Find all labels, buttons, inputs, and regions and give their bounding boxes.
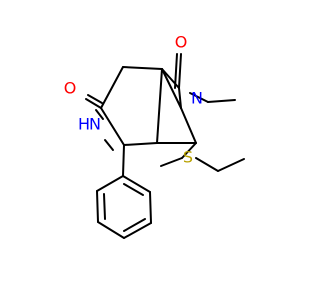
bonds bbox=[85, 53, 245, 239]
bond bbox=[123, 218, 146, 232]
nitrogen-nh-label: N bbox=[89, 115, 101, 134]
bond bbox=[160, 157, 183, 167]
bond bbox=[123, 142, 158, 146]
bond bbox=[122, 66, 163, 70]
bond bbox=[207, 99, 236, 103]
bond bbox=[217, 158, 245, 172]
bond bbox=[149, 191, 152, 224]
bond bbox=[96, 175, 124, 192]
bond bbox=[104, 139, 114, 151]
atom-labels: O O N N H S bbox=[64, 33, 203, 167]
oxygen-top-label: O bbox=[175, 33, 188, 52]
bond bbox=[195, 157, 219, 172]
nitrogen-ring-label: N bbox=[191, 89, 203, 108]
bond bbox=[96, 190, 99, 223]
bond bbox=[85, 98, 102, 109]
bond bbox=[178, 53, 182, 89]
molecule-canvas: O O N N H S bbox=[64, 33, 245, 239]
bond bbox=[122, 175, 151, 193]
bond bbox=[100, 107, 125, 146]
structure-diagram: O O N N H S bbox=[64, 33, 245, 239]
bond bbox=[180, 107, 197, 144]
bond bbox=[123, 222, 152, 239]
bond bbox=[97, 221, 125, 239]
bond bbox=[156, 68, 163, 144]
bond bbox=[95, 109, 104, 120]
bond bbox=[181, 142, 197, 159]
hydrogen-label: H bbox=[78, 115, 90, 134]
bond bbox=[103, 193, 106, 220]
bond bbox=[123, 183, 144, 196]
bond bbox=[122, 144, 125, 177]
bond bbox=[87, 94, 103, 104]
bond bbox=[178, 87, 182, 109]
sulfur-label: S bbox=[183, 148, 193, 167]
bond bbox=[174, 53, 178, 89]
bond bbox=[189, 92, 209, 103]
bond bbox=[100, 66, 124, 109]
oxygen-left-label: O bbox=[64, 79, 77, 98]
bond bbox=[161, 68, 182, 109]
